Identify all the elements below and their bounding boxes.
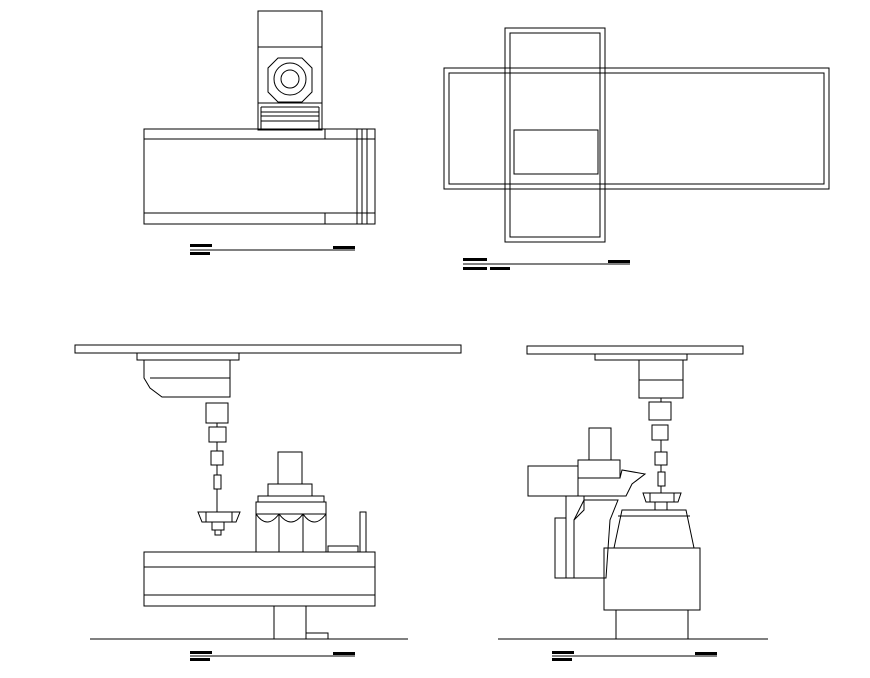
top-left-view (143, 10, 376, 255)
ceiling-carriage-2 (638, 359, 684, 399)
table-body (143, 128, 376, 225)
table-plan (443, 67, 830, 190)
scale-bar-1 (190, 244, 355, 255)
telescopic-column-2 (648, 398, 672, 493)
ceiling-rail-2 (526, 345, 744, 361)
side-handle (327, 511, 367, 553)
bucky-stand (527, 427, 647, 579)
ceiling-rail (74, 344, 462, 361)
top-right-view (443, 27, 830, 270)
telescopic-column (205, 402, 229, 512)
column-plan (504, 27, 606, 243)
detector-base (603, 509, 701, 640)
scale-bar-2 (463, 258, 630, 270)
collimator-2 (642, 492, 682, 511)
scale-bar-4 (552, 651, 717, 661)
patient-table (143, 551, 376, 607)
table-pedestal (273, 605, 329, 640)
bottom-right-view (498, 345, 768, 661)
detector-unit (255, 451, 327, 553)
tube-head (257, 10, 323, 131)
collimator (197, 511, 241, 536)
bottom-left-view (74, 344, 462, 661)
scale-bar-3 (190, 651, 355, 661)
ceiling-carriage (143, 359, 231, 398)
